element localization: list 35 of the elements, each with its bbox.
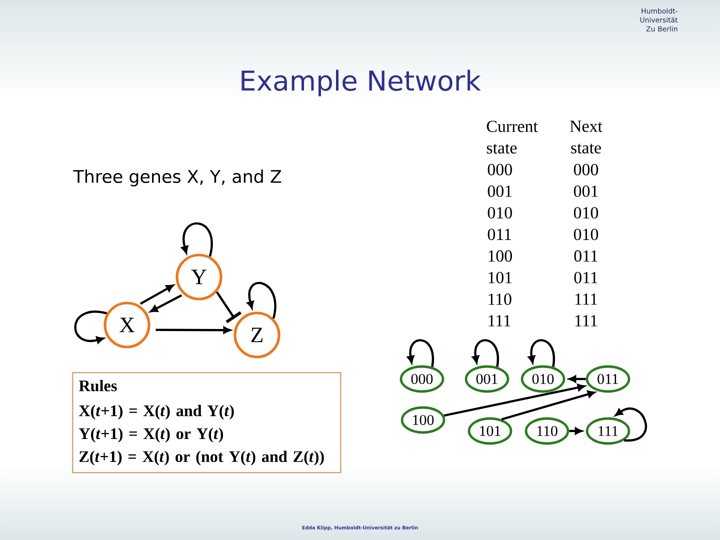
loop-arrow <box>407 339 434 367</box>
table-value: 101 <box>488 272 512 284</box>
arrow <box>501 390 596 420</box>
table-value: 111 <box>575 293 598 305</box>
table-value: 111 <box>575 315 598 326</box>
slide-title: Example Network <box>242 70 481 96</box>
arrow <box>568 375 586 383</box>
table-value: 011 <box>574 250 598 262</box>
arrow <box>150 294 182 312</box>
loop-arrow <box>246 282 276 319</box>
table-value: 011 <box>488 228 511 240</box>
table-value: 010 <box>574 228 598 240</box>
rules-box: Rules X(t+1) = X(t) and Y(t) Y(t+1) = X(t) or Y(t) Z(t+1) = X(t) or (not Y(t) and Z(t)) <box>72 372 342 474</box>
loop-arrow <box>74 310 108 344</box>
table-value: 010 <box>574 207 598 219</box>
arrow <box>444 384 585 417</box>
table-value: 010 <box>488 207 512 219</box>
description-text: Three genes X, Y, and Z <box>73 170 282 186</box>
table-value: 111 <box>488 315 510 326</box>
table-value: 011 <box>574 272 598 284</box>
arrow <box>140 284 174 305</box>
arrow <box>156 326 231 334</box>
loop-arrow <box>528 339 556 367</box>
loop-arrow <box>472 339 500 367</box>
table-value: 000 <box>488 164 512 176</box>
loop-arrow <box>615 408 647 442</box>
table-value: 001 <box>488 186 512 197</box>
table-value: 001 <box>574 186 598 197</box>
arrow <box>569 427 582 435</box>
table-value: 100 <box>488 250 512 262</box>
column-heading: Current state <box>486 120 538 154</box>
column-heading: Next state <box>570 120 602 154</box>
table-value: 110 <box>488 294 512 305</box>
table-value: 000 <box>574 164 598 176</box>
loop-arrow <box>181 222 213 257</box>
